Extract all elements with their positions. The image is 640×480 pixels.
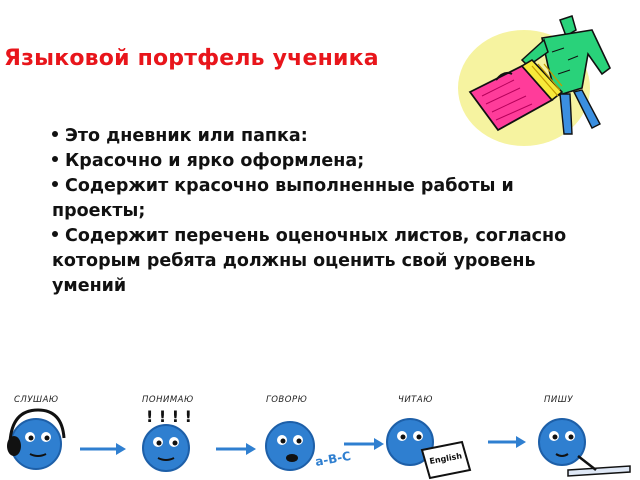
bullet-dot-icon (52, 156, 58, 162)
stage-label-read: ЧИТАЮ (398, 395, 433, 405)
bullet-text: Это дневник или папка: (65, 126, 308, 146)
listening-face-icon (7, 408, 66, 470)
bullet-list: Это дневник или папка: Красочно и ярко о… (52, 124, 572, 299)
arrow-right-icon (344, 438, 384, 450)
understanding-face-icon: ! ! ! ! (142, 407, 192, 472)
bullet-item: Содержит перечень оценочных листов, согл… (52, 224, 572, 299)
stage-label-listen: СЛУШАЮ (14, 395, 59, 405)
bullet-item: Это дневник или папка: (52, 124, 572, 149)
bullet-item: Содержит красочно выполненные работы и п… (52, 174, 572, 224)
slide-title: Языковой портфель ученика (4, 46, 379, 71)
student-with-portfolio-clipart (458, 15, 612, 146)
stage-label-write: ПИШУ (544, 395, 574, 405)
bullet-dot-icon (52, 231, 58, 237)
understanding-marks: ! ! ! ! (146, 407, 192, 426)
bullet-item: Красочно и ярко оформлена; (52, 149, 572, 174)
stage-label-understand: ПОНИМАЮ (142, 395, 194, 405)
bullet-text: Содержит перечень оценочных листов, согл… (52, 226, 567, 296)
speaking-letters: a-B-C (314, 449, 352, 469)
arrow-right-icon (80, 443, 126, 455)
arrow-right-icon (216, 443, 256, 455)
bullet-text: Содержит красочно выполненные работы и п… (52, 176, 514, 221)
bullet-dot-icon (52, 181, 58, 187)
learning-stages-strip: ! ! ! ! a-B-C English (7, 407, 631, 480)
writing-face-icon (538, 418, 631, 477)
arrow-right-icon (488, 436, 526, 448)
bullet-text: Красочно и ярко оформлена; (65, 151, 365, 171)
speaking-face-icon: a-B-C (265, 421, 352, 471)
stage-label-speak: ГОВОРЮ (266, 395, 308, 405)
reading-face-icon: English (386, 418, 472, 480)
bullet-dot-icon (52, 131, 58, 137)
